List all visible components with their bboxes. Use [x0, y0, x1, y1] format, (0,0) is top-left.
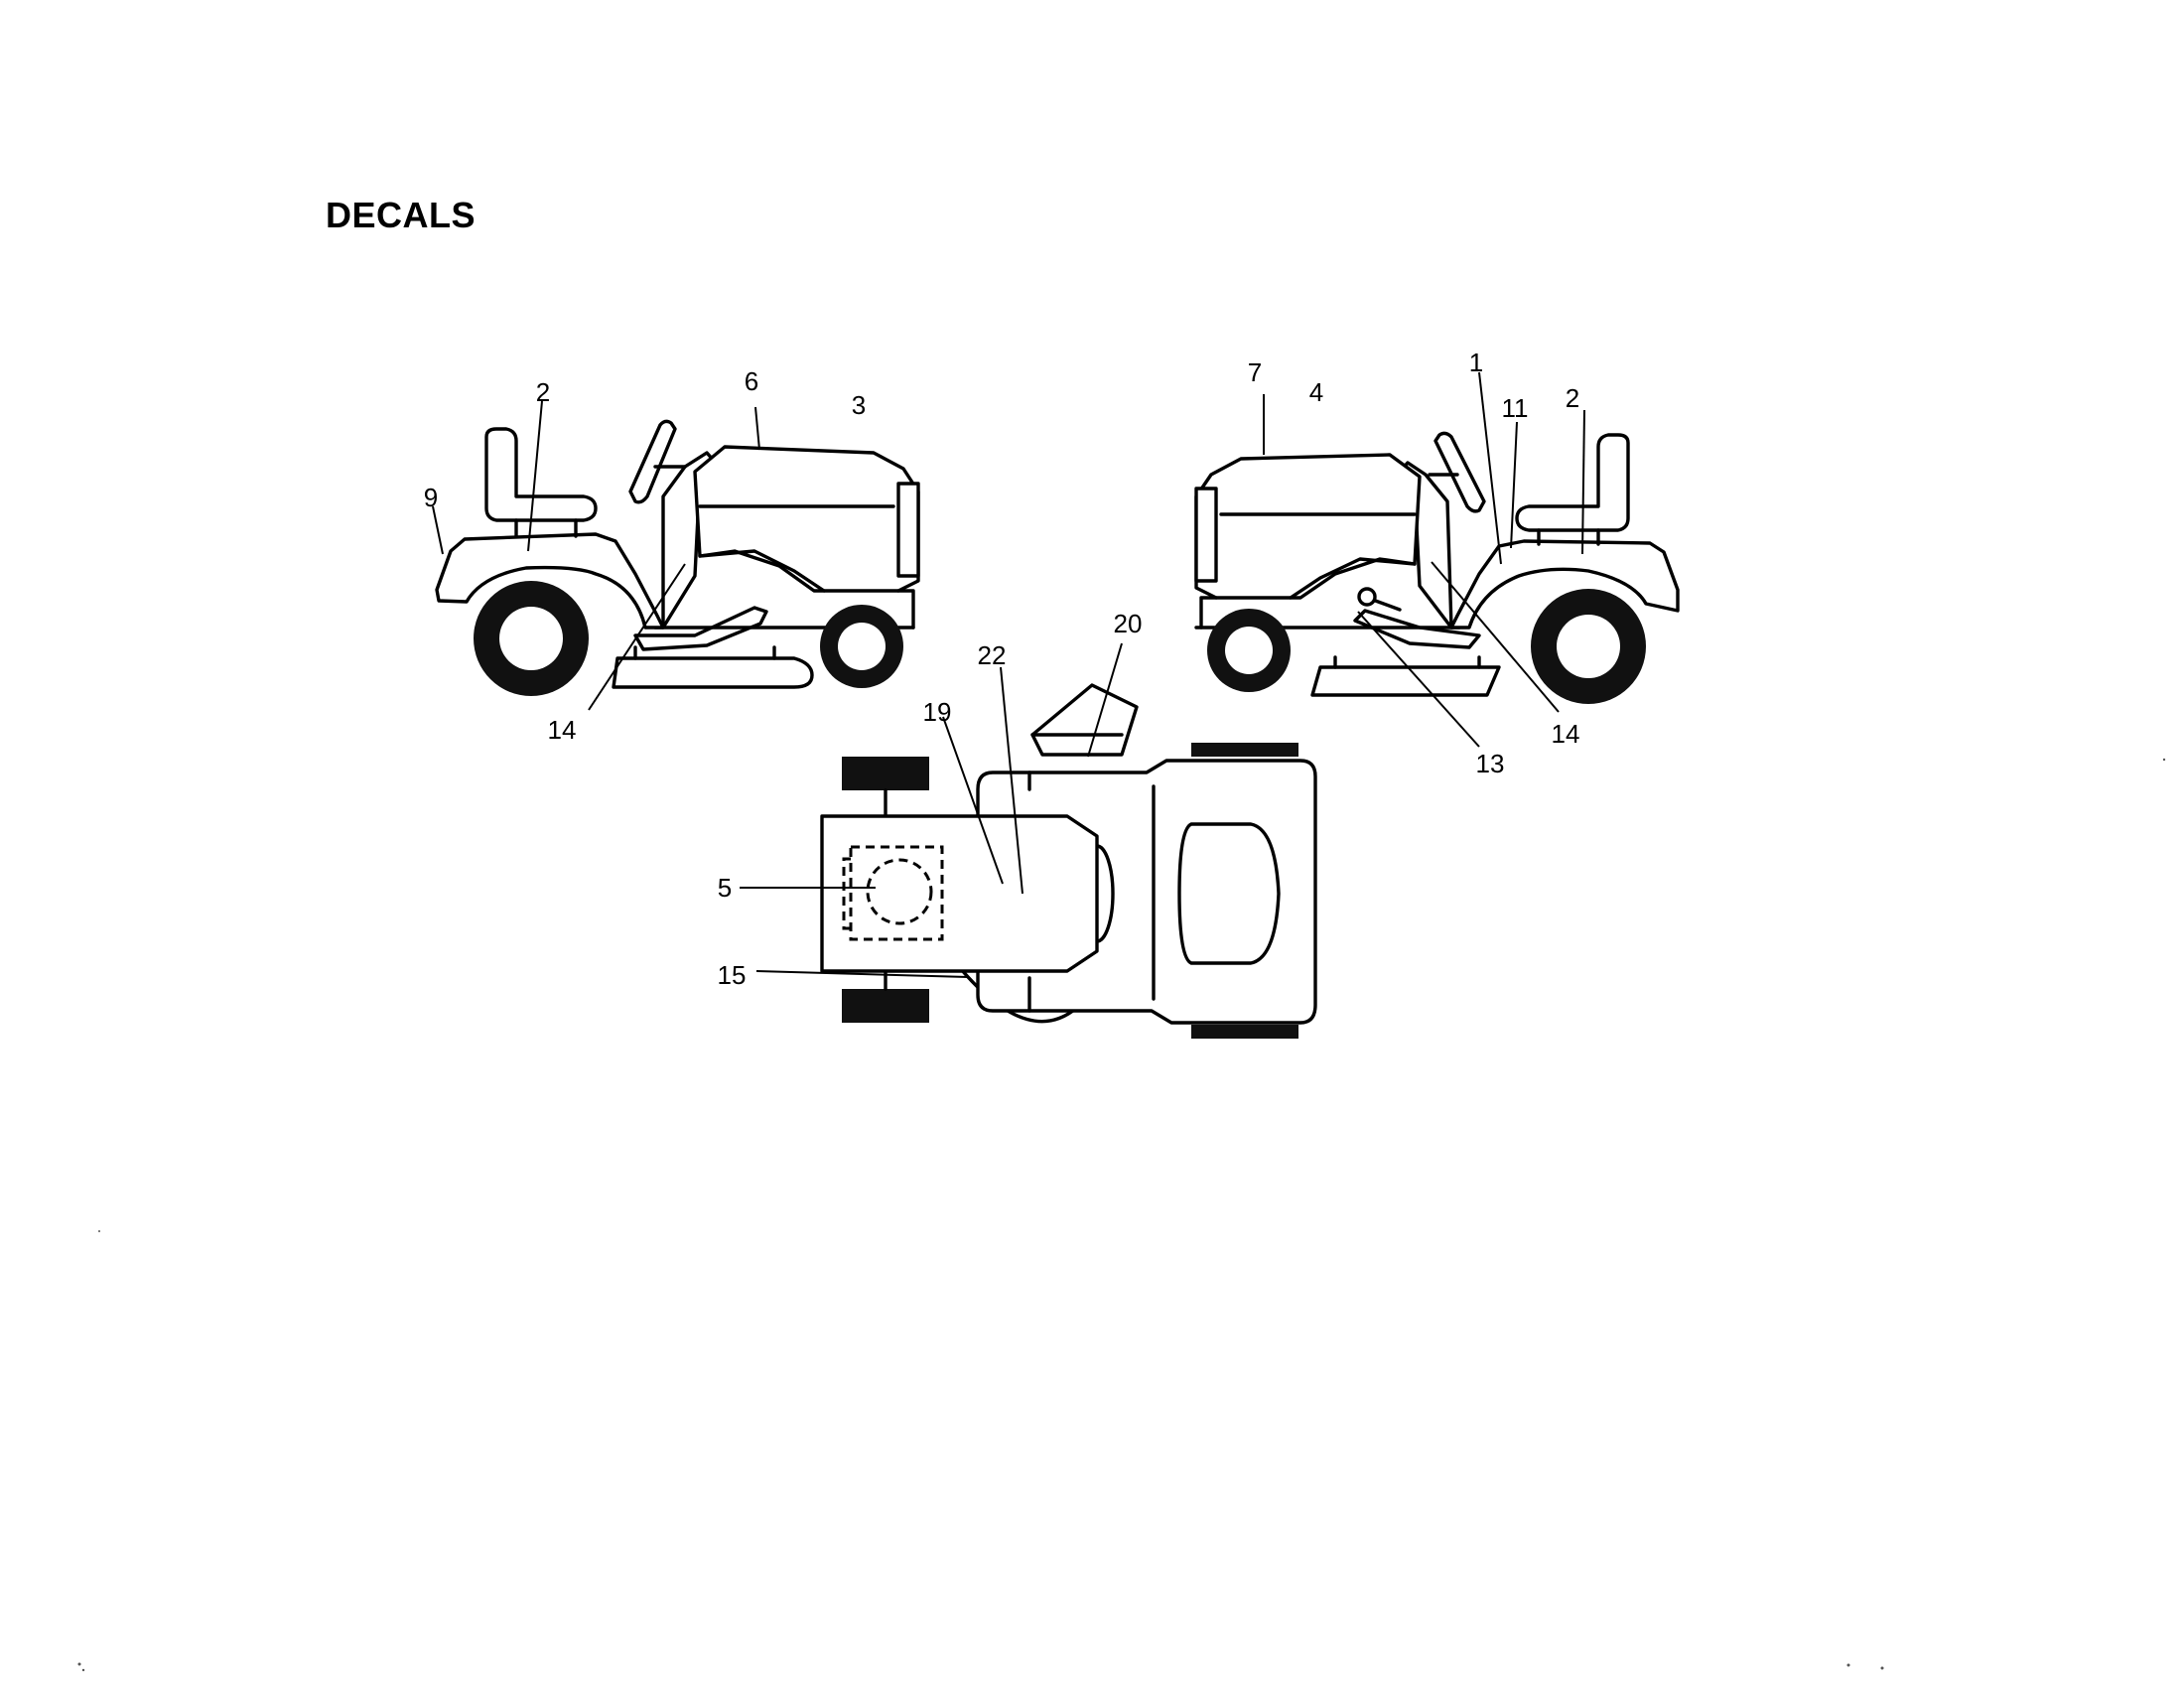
- callout-5: 5: [718, 873, 732, 903]
- left-steering-wheel: [628, 419, 677, 504]
- callout-14-left: 14: [548, 715, 577, 745]
- callout-20: 20: [1114, 609, 1143, 638]
- tractor-top-view: [820, 683, 1317, 1039]
- left-grille: [896, 482, 920, 578]
- callout-11: 11: [1502, 393, 1529, 423]
- callout-2-left: 2: [536, 377, 550, 407]
- callout-15: 15: [718, 960, 747, 990]
- callout-14-right: 14: [1552, 719, 1580, 749]
- callout-22: 22: [978, 640, 1007, 670]
- callout-3: 3: [852, 390, 866, 420]
- left-rear-wheel: [474, 581, 589, 696]
- right-steering-wheel: [1433, 431, 1486, 513]
- right-mower-deck: [1310, 665, 1501, 697]
- callout-4: 4: [1309, 377, 1323, 407]
- right-front-wheel: [1207, 609, 1291, 692]
- left-seat: [484, 427, 598, 522]
- left-front-wheel: [820, 605, 903, 688]
- tractor-left-view: [435, 419, 920, 696]
- callout-19: 19: [923, 697, 952, 727]
- callout-13: 13: [1476, 749, 1505, 778]
- left-footrest: [633, 606, 768, 651]
- right-rear-fender: [1449, 539, 1680, 630]
- callout-7: 7: [1248, 357, 1262, 387]
- callout-2-right: 2: [1566, 383, 1579, 413]
- top-hood: [820, 814, 1099, 973]
- left-hood: [693, 445, 920, 593]
- right-hood: [1194, 453, 1422, 600]
- page-title: DECALS: [326, 195, 477, 235]
- top-front-tire-bottom: [842, 989, 929, 1023]
- tractor-right-view: [1194, 431, 1680, 704]
- callouts: 9 2 6 3 14 7 4 1 11 2 14 13 22 20 19 5 1…: [424, 348, 1580, 990]
- left-rear-fender: [435, 532, 665, 630]
- callout-1: 1: [1469, 348, 1483, 377]
- left-mower-deck: [612, 656, 814, 689]
- scan-specks: [77, 758, 2166, 1672]
- top-front-tire-top: [842, 757, 929, 790]
- right-grille: [1194, 487, 1218, 583]
- right-seat: [1515, 433, 1630, 532]
- leader-lines: [432, 371, 1585, 978]
- top-discharge-chute: [1030, 683, 1139, 757]
- callout-9-left: 9: [424, 483, 438, 512]
- callout-6: 6: [745, 366, 758, 396]
- right-rear-wheel: [1531, 589, 1646, 704]
- top-seat: [1177, 822, 1281, 965]
